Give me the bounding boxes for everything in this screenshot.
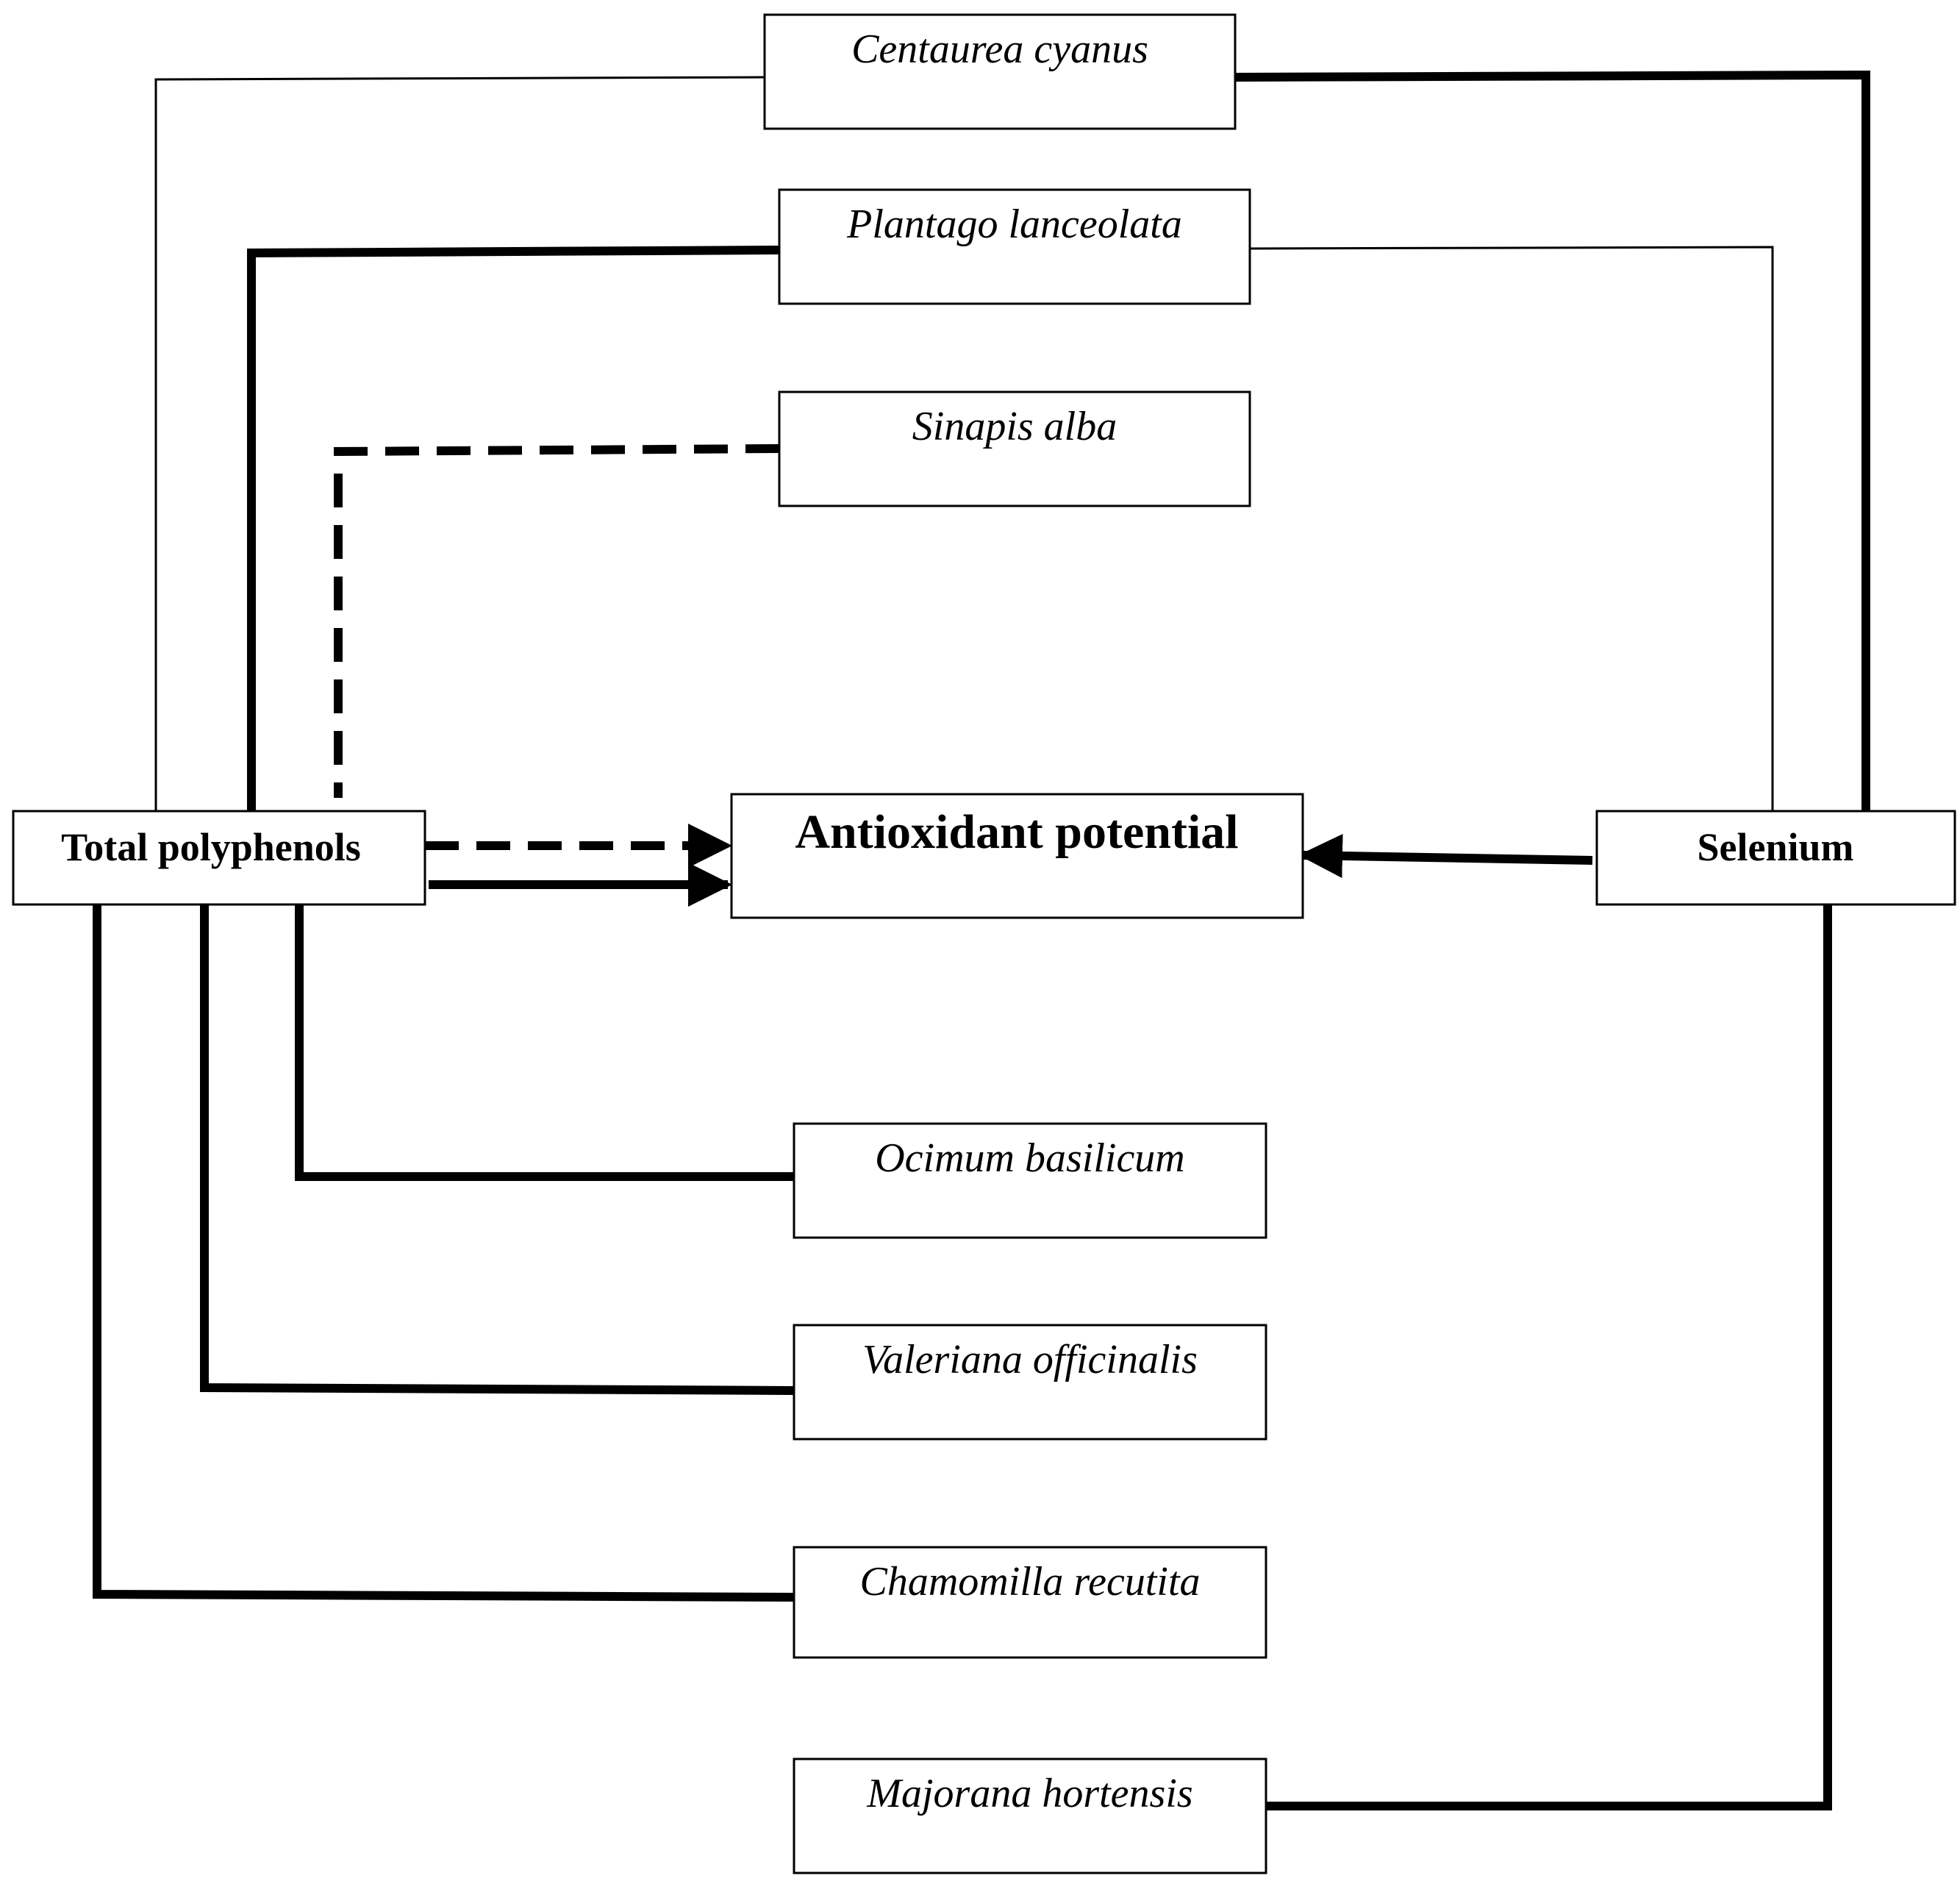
plant-box-plantago: Plantago lanceolata: [778, 188, 1251, 305]
plant-label-valeriana: Valeriana officinalis: [862, 1337, 1198, 1382]
plant-box-sinapis: Sinapis alba: [778, 390, 1251, 507]
plant-box-centaurea: Centaurea cyanus: [763, 13, 1237, 130]
plant-box-valeriana: Valeriana officinalis: [793, 1324, 1267, 1441]
plant-label-sinapis: Sinapis alba: [912, 404, 1117, 449]
plant-box-chamomilla: Chamomilla recutita: [793, 1546, 1267, 1659]
center-box-antioxidant: Antioxidant potential: [730, 793, 1304, 919]
hub-box-selenium: Selenium: [1595, 810, 1956, 906]
edge-valeriana-polyphenols: [200, 904, 795, 1395]
plant-box-majorana: Majorana hortensis: [793, 1758, 1267, 1874]
plant-label-plantago: Plantago lanceolata: [846, 201, 1182, 247]
plant-label-majorana: Majorana hortensis: [866, 1771, 1192, 1816]
plant-label-ocimum: Ocimum basilicum: [875, 1135, 1185, 1181]
edge-plantago-selenium: [1249, 246, 1774, 811]
edge-centaurea-selenium: [1234, 70, 1870, 811]
edge-majorana-selenium: [1262, 904, 1832, 1810]
edge-ocimum-polyphenols: [295, 904, 794, 1181]
plant-label-centaurea: Centaurea cyanus: [851, 26, 1148, 72]
edge-sinapis-polyphenols: [334, 444, 780, 798]
hub-label-polyphenols: Total polyphenols: [61, 825, 361, 869]
edge-chamomilla-polyphenols: [93, 904, 795, 1602]
arrow-selenium-antioxidant: [1298, 833, 1593, 878]
center-label-antioxidant: Antioxidant potential: [795, 805, 1238, 859]
edge-plantago-polyphenols: [247, 246, 780, 811]
plant-label-chamomilla: Chamomilla recutita: [859, 1559, 1200, 1605]
hub-label-selenium: Selenium: [1697, 825, 1853, 869]
edge-centaurea-polyphenols: [154, 76, 765, 811]
hub-box-polyphenols: Total polyphenols: [12, 810, 426, 906]
plant-box-ocimum: Ocimum basilicum: [793, 1122, 1267, 1239]
